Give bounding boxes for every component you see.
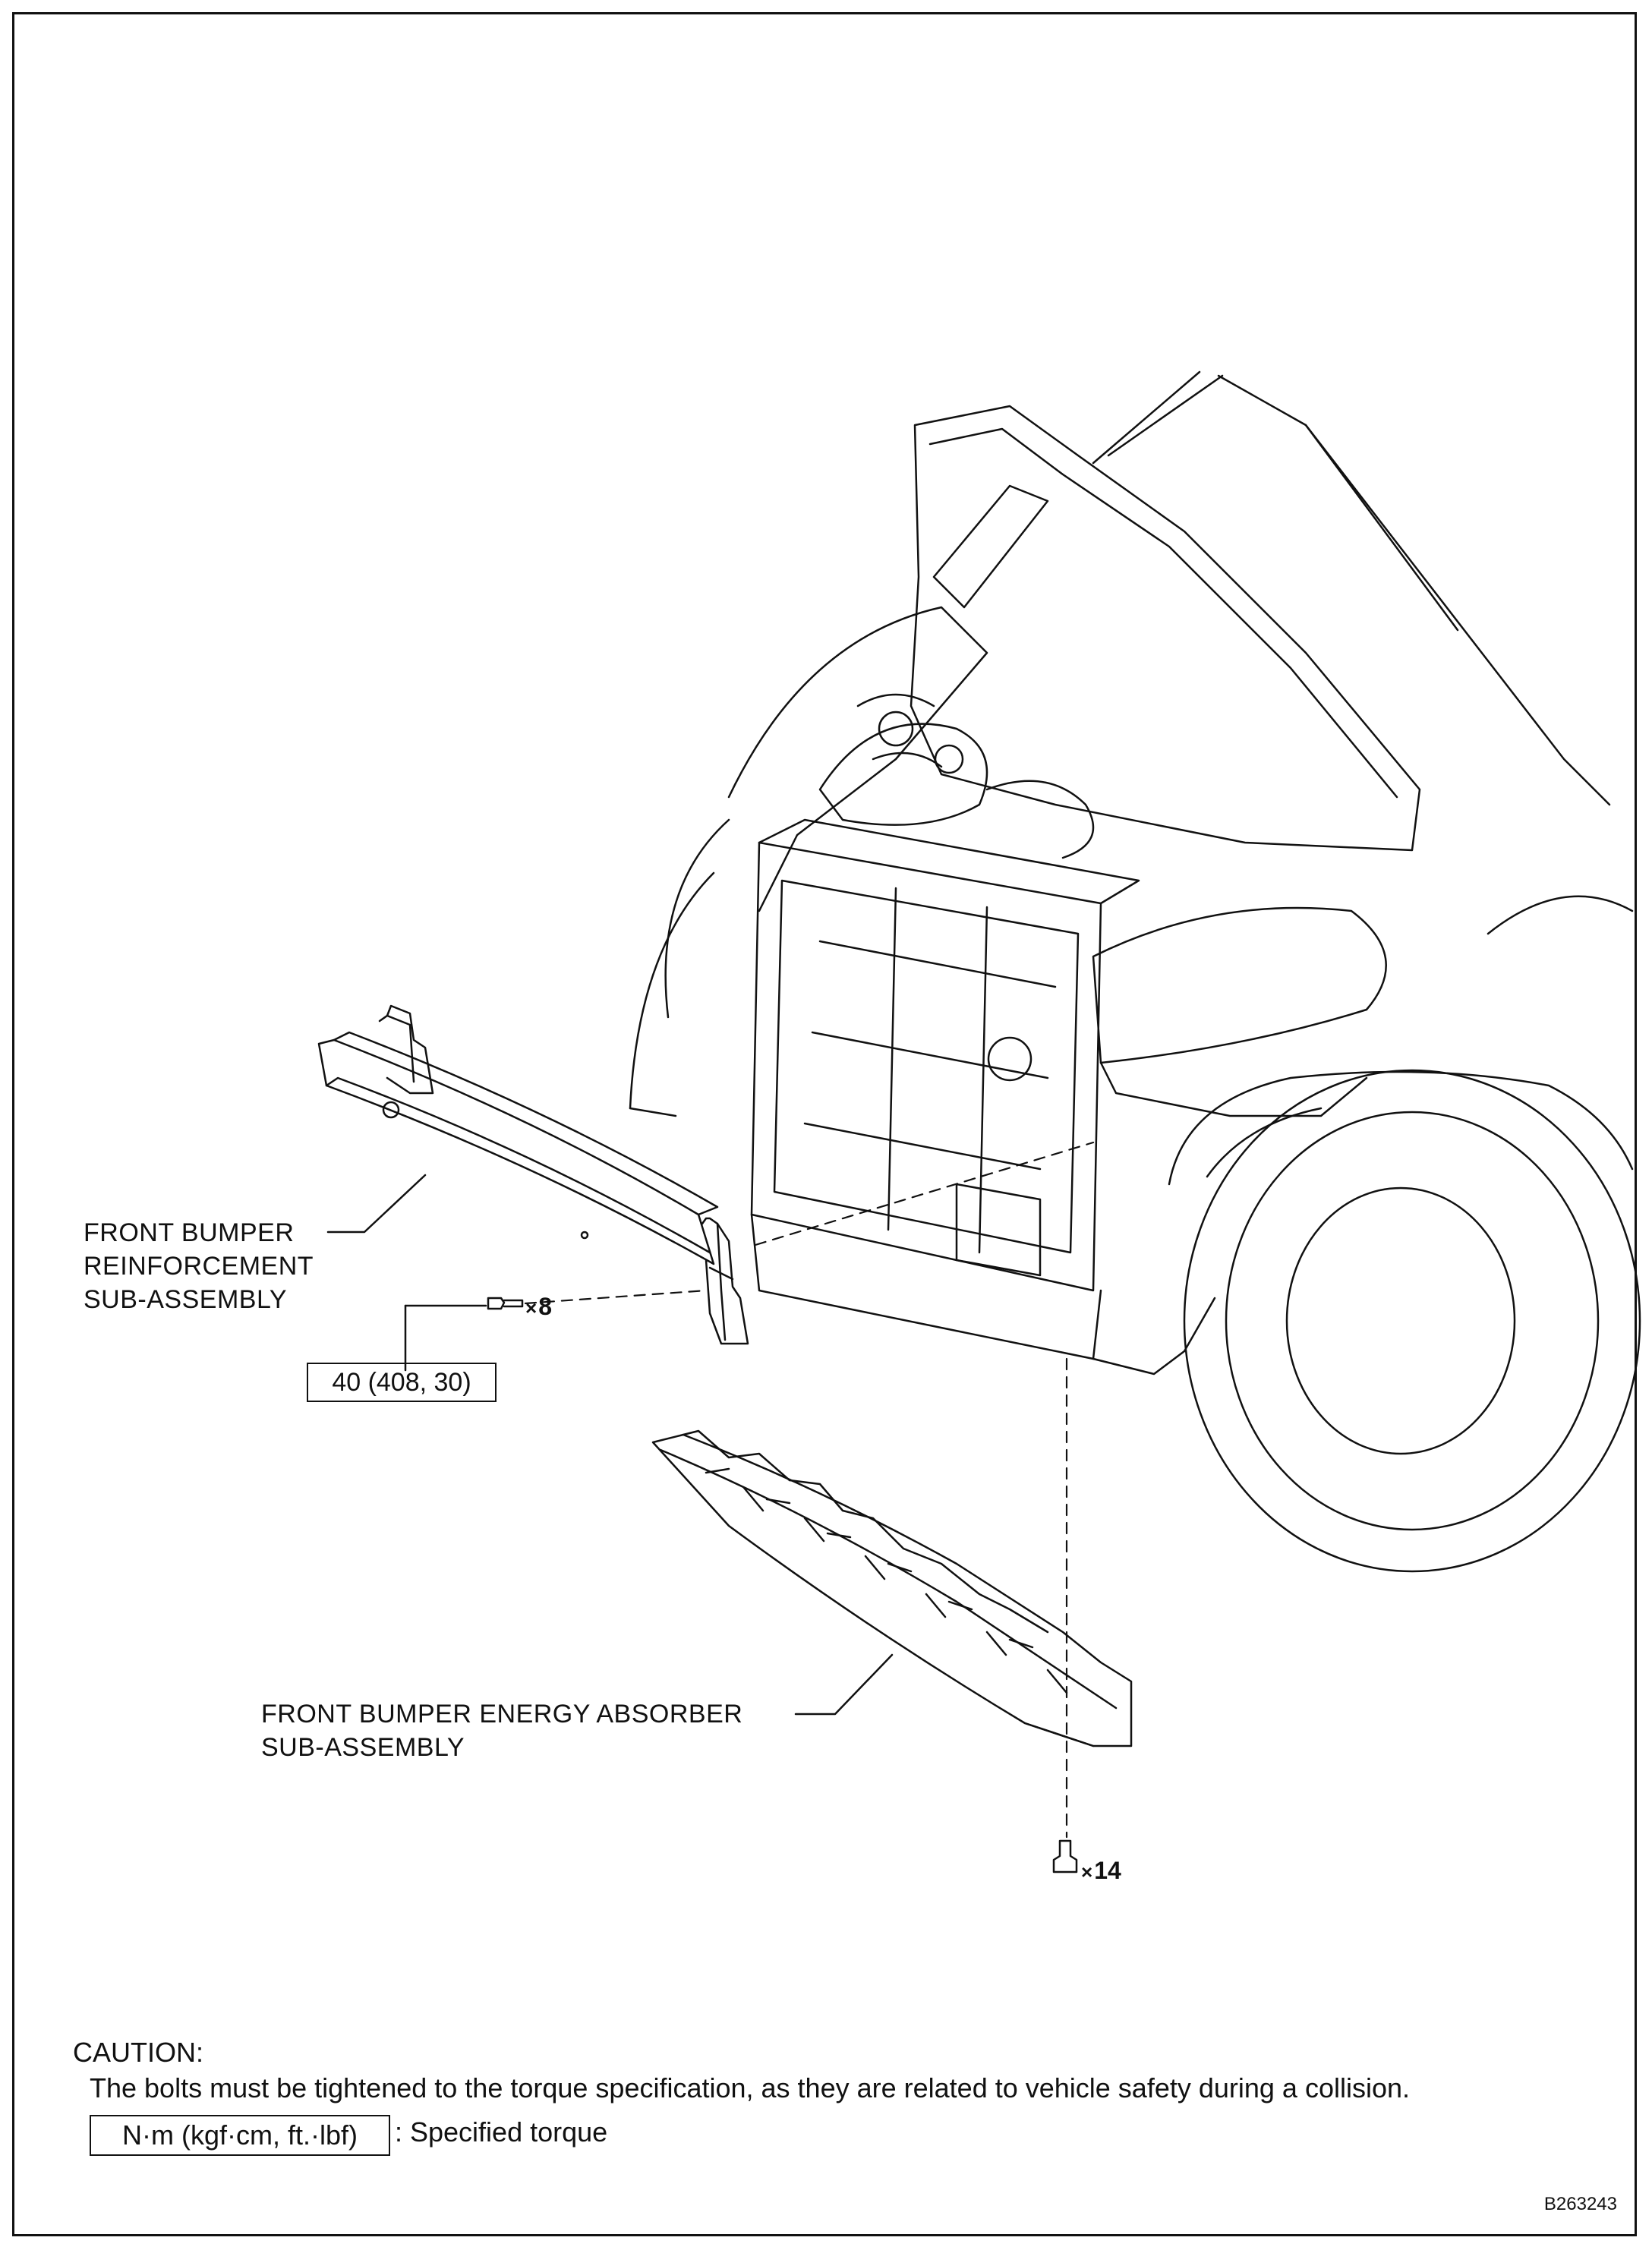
absorber-label-line-1: FRONT BUMPER ENERGY ABSORBER [261, 1700, 743, 1728]
absorber-label-line-2: SUB-ASSEMBLY [261, 1733, 465, 1762]
torque-spec-box: 40 (408, 30) [307, 1363, 497, 1402]
figure-frame [12, 12, 1637, 2236]
reinforcement-label-line-2: REINFORCEMENT [84, 1252, 314, 1281]
absorber-clip-quantity: ×14 [1081, 1857, 1121, 1885]
multiply-symbol: × [1081, 1861, 1093, 1883]
vehicle-front-body [629, 370, 1641, 1573]
quantity-value: 14 [1094, 1857, 1121, 1884]
reinforcement-label: FRONT BUMPER REINFORCEMENT SUB-ASSEMBLY [84, 1216, 314, 1316]
multiply-symbol: × [525, 1297, 538, 1319]
bolt-icon [487, 1297, 524, 1310]
figure-id: B263243 [1543, 2194, 1617, 2214]
absorber-label: FRONT BUMPER ENERGY ABSORBER SUB-ASSEMBL… [261, 1697, 742, 1764]
leader-lines [326, 1174, 894, 1716]
torque-unit-legend-box: N·m (kgf·cm, ft.·lbf) [90, 2115, 390, 2156]
caution-heading: CAUTION: [73, 2037, 204, 2068]
alignment-dashed-lines [524, 1141, 1095, 1839]
reinforcement-label-line-1: FRONT BUMPER [84, 1218, 295, 1247]
caution-text: The bolts must be tightened to the torqu… [90, 2072, 1411, 2103]
quantity-value: 8 [538, 1293, 552, 1320]
torque-legend-description: : Specified torque [395, 2116, 608, 2148]
clip-icon [1052, 1839, 1078, 1873]
reinforcement-label-line-3: SUB-ASSEMBLY [84, 1285, 288, 1314]
energy-absorber-drawing [651, 1429, 1133, 1747]
bumper-reinforcement-drawing [317, 1004, 749, 1345]
reinforcement-bolt-quantity: ×8 [525, 1293, 552, 1321]
